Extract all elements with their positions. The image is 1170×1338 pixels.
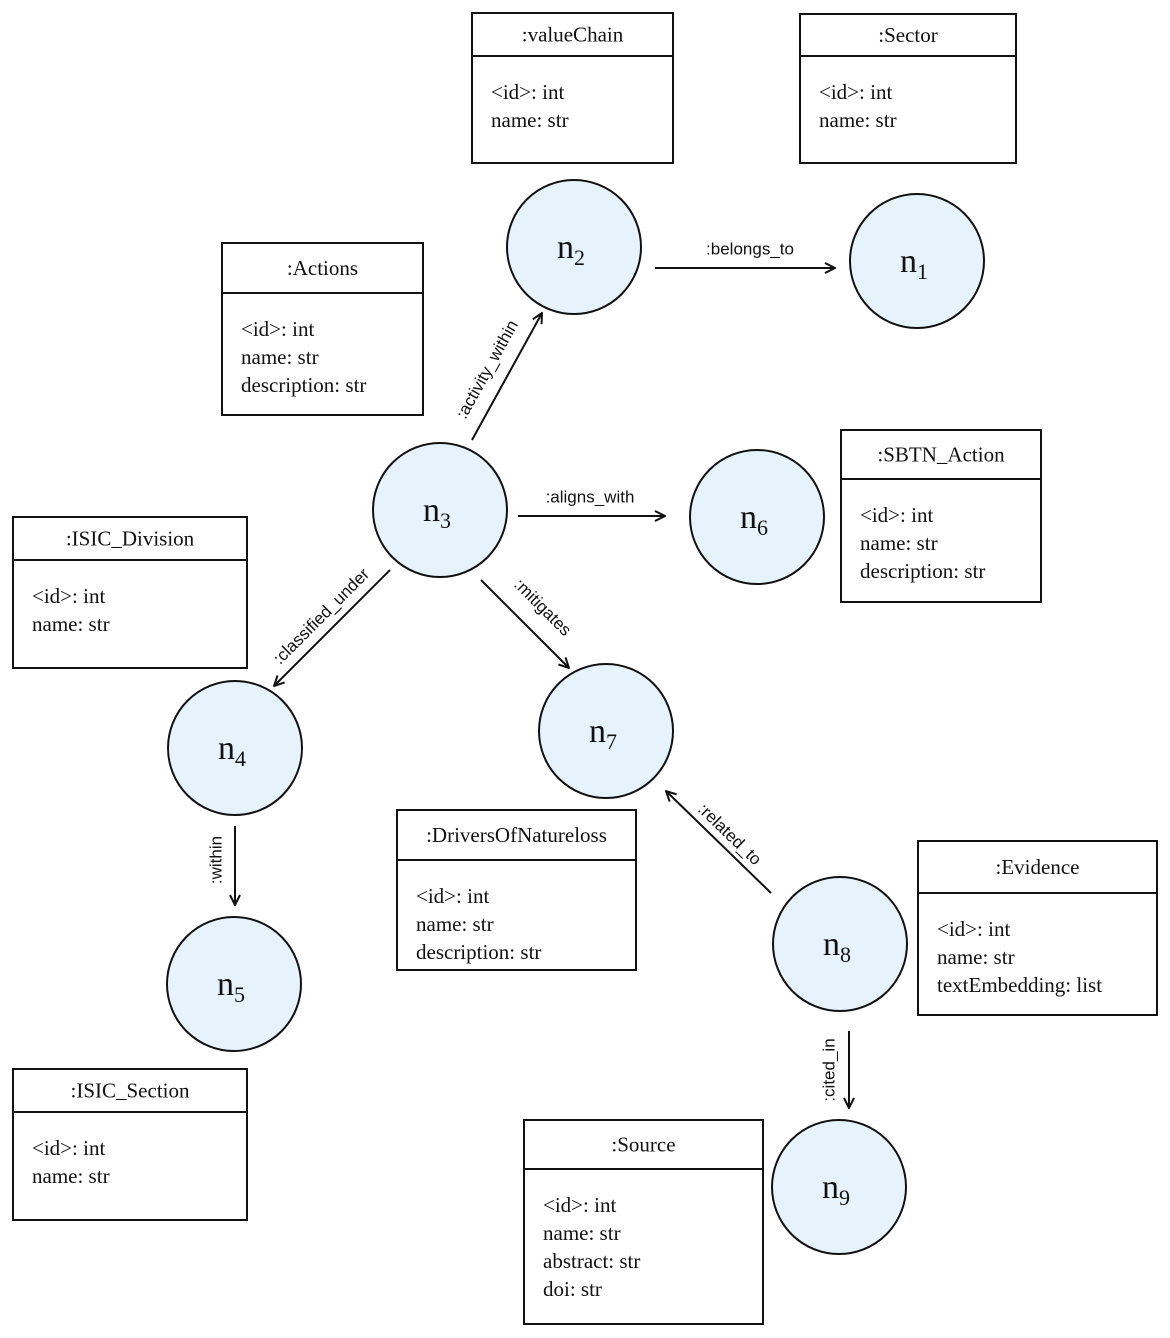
entity-box-title: :valueChain [522, 23, 624, 47]
entity-box-attribute: <id>: int [491, 80, 564, 104]
entity-box-attribute: <id>: int [860, 503, 933, 527]
edge-mitigates: :mitigates [480, 575, 575, 668]
edge-classified_under: :classified_under [269, 564, 391, 686]
entity-box-attribute: <id>: int [543, 1193, 616, 1217]
edge-label-classified_under: :classified_under [269, 564, 373, 668]
node-n7: n7 [538, 663, 674, 799]
entity-box-evidence: :Evidence <id>: int name: str textEmbedding… [917, 840, 1158, 1016]
edge-label-mitigates: :mitigates [510, 575, 575, 640]
entity-box-attribute: name: str [937, 945, 1015, 969]
entity-box-title: :ISIC_Section [71, 1079, 190, 1103]
entity-box-attribute: abstract: str [543, 1249, 640, 1273]
edge-label-aligns_with: :aligns_with [546, 487, 635, 506]
entity-box-sbtn_action: :SBTN_Action <id>: int name: str descriptio… [840, 429, 1042, 603]
entity-box-title: :ISIC_Division [66, 527, 195, 551]
entity-box-frame [799, 13, 1017, 164]
entity-box-valueChain: :valueChain <id>: int name: str [471, 12, 674, 164]
node-n6: n6 [689, 449, 825, 585]
node-n3: n3 [372, 442, 508, 578]
entity-box-title: :SBTN_Action [877, 443, 1005, 467]
entity-box-attribute: name: str [32, 612, 110, 636]
entity-box-attribute: description: str [416, 940, 541, 964]
entity-box-attribute: name: str [543, 1221, 621, 1245]
node-label-n8: n8 [823, 926, 851, 967]
edge-arrow-activity_within [471, 313, 542, 441]
entity-box-frame [471, 12, 674, 164]
edge-related_to: :related_to [666, 791, 772, 894]
entity-box-attribute: <id>: int [416, 884, 489, 908]
node-circle-n3 [372, 442, 508, 578]
entity-box-attribute: textEmbedding: list [937, 973, 1102, 997]
node-circle-n5 [166, 916, 302, 1052]
entity-box-attribute: name: str [241, 345, 319, 369]
entity-box-attribute: name: str [860, 531, 938, 555]
entity-box-frame [12, 516, 248, 669]
entity-box-actions: :Actions <id>: int name: str description: s… [221, 242, 424, 416]
edge-aligns_with: :aligns_with [518, 487, 665, 516]
node-label-n7: n7 [589, 713, 617, 754]
entity-box-attribute: name: str [491, 108, 569, 132]
node-circle-n8 [772, 876, 908, 1012]
entity-box-title: :Sector [878, 23, 937, 47]
entity-box-isic_division: :ISIC_Division <id>: int name: str [12, 516, 248, 669]
node-circle-n2 [506, 179, 642, 315]
edge-within: :within [206, 826, 235, 905]
entity-box-drivers: :DriversOfNatureloss <id>: int name: str de… [396, 809, 637, 971]
edge-label-belongs_to: :belongs_to [706, 239, 794, 258]
entity-box-title: :Actions [287, 256, 358, 280]
entity-box-attribute: name: str [819, 108, 897, 132]
entity-box-frame [396, 809, 637, 971]
entity-box-attribute: name: str [416, 912, 494, 936]
node-label-n4: n4 [218, 730, 246, 771]
entity-box-attribute: <id>: int [32, 1136, 105, 1160]
node-circle-n1 [849, 193, 985, 329]
entity-box-frame [523, 1119, 764, 1325]
node-n4: n4 [167, 680, 303, 816]
entity-box-attribute: <id>: int [937, 917, 1010, 941]
node-n8: n8 [772, 876, 908, 1012]
node-label-n5: n5 [217, 966, 245, 1007]
node-label-n9: n9 [822, 1169, 850, 1210]
entity-box-attribute: doi: str [543, 1277, 602, 1301]
entity-box-title: :Source [611, 1133, 675, 1157]
edge-arrow-related_to [666, 791, 772, 894]
node-circle-n9 [771, 1119, 907, 1255]
edge-label-cited_in: :cited_in [819, 1038, 838, 1101]
node-n2: n2 [506, 179, 642, 315]
node-label-n3: n3 [423, 492, 451, 533]
node-n1: n1 [849, 193, 985, 329]
node-label-n6: n6 [740, 499, 768, 540]
entity-box-frame [12, 1068, 248, 1221]
entity-box-frame [840, 429, 1042, 603]
edge-arrow-mitigates [480, 579, 569, 668]
node-circle-n6 [689, 449, 825, 585]
entity-box-title: :Evidence [996, 855, 1080, 879]
node-circle-n7 [538, 663, 674, 799]
edge-label-within: :within [206, 836, 225, 884]
edge-belongs_to: :belongs_to [655, 239, 835, 268]
entity-box-attribute: description: str [241, 373, 366, 397]
edge-arrow-classified_under [274, 569, 391, 686]
entity-box-frame [917, 840, 1158, 1016]
entity-box-isic_section: :ISIC_Section <id>: int name: str [12, 1068, 248, 1221]
entity-box-attribute: description: str [860, 559, 985, 583]
node-n9: n9 [771, 1119, 907, 1255]
node-n5: n5 [166, 916, 302, 1052]
entity-box-attribute: <id>: int [241, 317, 314, 341]
entity-box-title: :DriversOfNatureloss [426, 823, 607, 847]
entity-box-attribute: <id>: int [819, 80, 892, 104]
entity-box-source: :Source <id>: int name: str abstract: str do… [523, 1119, 764, 1325]
node-circle-n4 [167, 680, 303, 816]
entity-box-sector: :Sector <id>: int name: str [799, 13, 1017, 164]
entity-box-frame [221, 242, 424, 416]
edge-cited_in: :cited_in [819, 1031, 849, 1108]
entity-box-attribute: name: str [32, 1164, 110, 1188]
edge-activity_within: :activity_within [452, 313, 542, 441]
edge-label-related_to: :related_to [694, 800, 765, 869]
entity-box-attribute: <id>: int [32, 584, 105, 608]
node-label-n2: n2 [557, 229, 585, 270]
node-label-n1: n1 [900, 243, 928, 284]
